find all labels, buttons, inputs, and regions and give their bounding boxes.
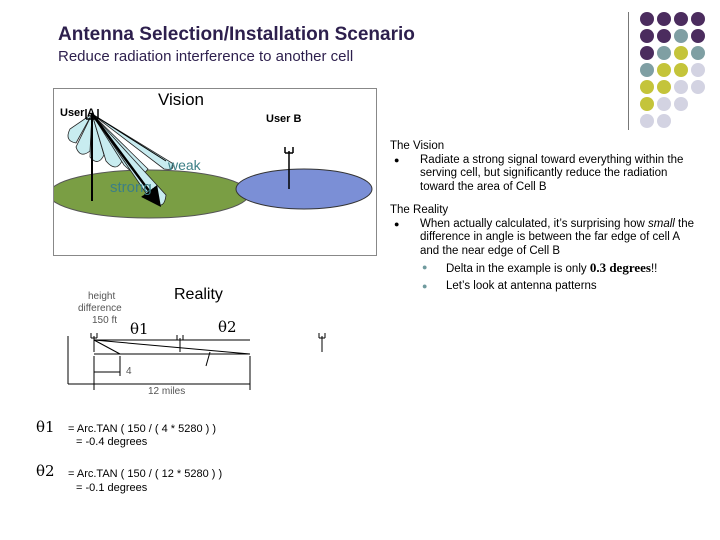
beam-pattern — [67, 113, 174, 206]
vision-bullet: ● Radiate a strong signal toward everyth… — [390, 154, 700, 195]
formula-theta1-symbol: θ1 — [36, 418, 55, 436]
slide-title: Antenna Selection/Installation Scenario — [58, 24, 415, 45]
reality-antenna-a — [90, 333, 98, 352]
deco-dot — [657, 12, 671, 26]
reality-diagram-svg — [67, 333, 326, 390]
reality-bullet-post: the difference in angle is between the f… — [420, 217, 695, 257]
formula-theta1-expression: = Arc.TAN ( 150 / ( 4 * 5280 ) ) — [68, 423, 217, 435]
deco-dot — [640, 80, 654, 94]
deco-dot — [691, 63, 705, 77]
deco-dot — [640, 12, 654, 26]
deco-dot — [657, 29, 671, 43]
vision-diagram-svg — [54, 109, 373, 219]
deco-dot — [674, 97, 688, 111]
user-a-label: User A — [60, 107, 96, 119]
explanation-text: The Vision ● Radiate a strong signal tow… — [390, 140, 700, 303]
deco-dot — [691, 12, 705, 26]
antenna-b — [284, 147, 294, 189]
theta1-line — [93, 339, 121, 355]
strong-signal-arrow — [90, 113, 161, 208]
height-diff-line3: 150 ft — [92, 315, 118, 326]
sub-bullet-icon: ● — [422, 280, 428, 291]
formula-theta1-result: = -0.4 degrees — [76, 436, 148, 448]
strong-label: strong — [110, 179, 152, 196]
deco-dot — [640, 63, 654, 77]
cell-b-area — [235, 168, 373, 210]
vision-diagram: Vision User A User B weak strong — [53, 88, 377, 256]
deco-dot — [657, 97, 671, 111]
formula-theta2-expression: = Arc.TAN ( 150 / ( 12 * 5280 ) ) — [68, 468, 223, 480]
reality-heading: The Reality — [390, 204, 449, 216]
reality-bullet: ● When actually calculated, it’s surpris… — [390, 218, 700, 259]
reality-section: The Reality ● When actually calculated, … — [390, 204, 700, 293]
deco-dot — [674, 29, 688, 43]
deco-dot — [674, 63, 688, 77]
distance-4-label: 4 — [126, 366, 132, 377]
deco-dot — [657, 63, 671, 77]
slide-subtitle: Reduce radiation interference to another… — [58, 48, 354, 65]
theta2-line — [93, 339, 251, 355]
vision-section: The Vision ● Radiate a strong signal tow… — [390, 140, 700, 194]
deco-dot — [691, 29, 705, 43]
sub-bullet-icon: ● — [422, 262, 428, 272]
deco-dot — [657, 114, 671, 128]
height-diff-line1: height — [88, 291, 116, 302]
sub1-post: !! — [650, 263, 658, 275]
sub1-value: 0.3 degrees — [589, 260, 651, 275]
deco-dot — [657, 80, 671, 94]
deco-dot — [691, 46, 705, 60]
vision-bullet-text: Radiate a strong signal toward everythin… — [420, 153, 684, 193]
weak-label: weak — [168, 157, 201, 173]
formula-theta2-symbol: θ2 — [36, 462, 55, 480]
deco-dot — [640, 29, 654, 43]
reality-bullet-pre: When actually calculated, it’s surprisin… — [420, 217, 648, 230]
antenna-a — [85, 109, 99, 201]
theta1-label: θ1 — [130, 320, 149, 338]
deco-dot — [640, 97, 654, 111]
deco-dot — [674, 46, 688, 60]
deco-dot — [640, 46, 654, 60]
reality-antenna-mid — [176, 335, 184, 352]
reality-label: Reality — [174, 286, 223, 303]
divider-line — [628, 12, 629, 130]
reality-antenna-right — [318, 333, 326, 352]
height-diff-line2: difference — [78, 303, 122, 314]
theta2-label: θ2 — [218, 318, 237, 336]
sub2-text: Let’s look at antenna patterns — [446, 279, 597, 292]
reality-sub-bullet-2: ● Let’s look at antenna patterns — [390, 280, 700, 294]
sub1-pre: Delta in the example is only — [446, 263, 590, 275]
weak-signal-line — [91, 113, 167, 162]
reality-diagram: height difference 150 ft Reality θ1 θ2 4… — [60, 280, 360, 400]
deco-dot — [640, 114, 654, 128]
deco-dot — [674, 12, 688, 26]
formula-theta2-result: = -0.1 degrees — [76, 482, 148, 494]
reality-bullet-emphasis: small — [647, 217, 675, 230]
distance-12-label: 12 miles — [148, 386, 186, 397]
vision-label: Vision — [158, 90, 204, 109]
vision-heading: The Vision — [390, 140, 445, 152]
reality-sub-bullet-1: ● Delta in the example is only 0.3 degre… — [390, 261, 700, 277]
bullet-icon: ● — [394, 154, 400, 165]
deco-dot — [674, 80, 688, 94]
bullet-icon: ● — [394, 218, 400, 229]
user-b-label: User B — [266, 113, 302, 125]
deco-dot — [657, 46, 671, 60]
deco-dot — [691, 80, 705, 94]
